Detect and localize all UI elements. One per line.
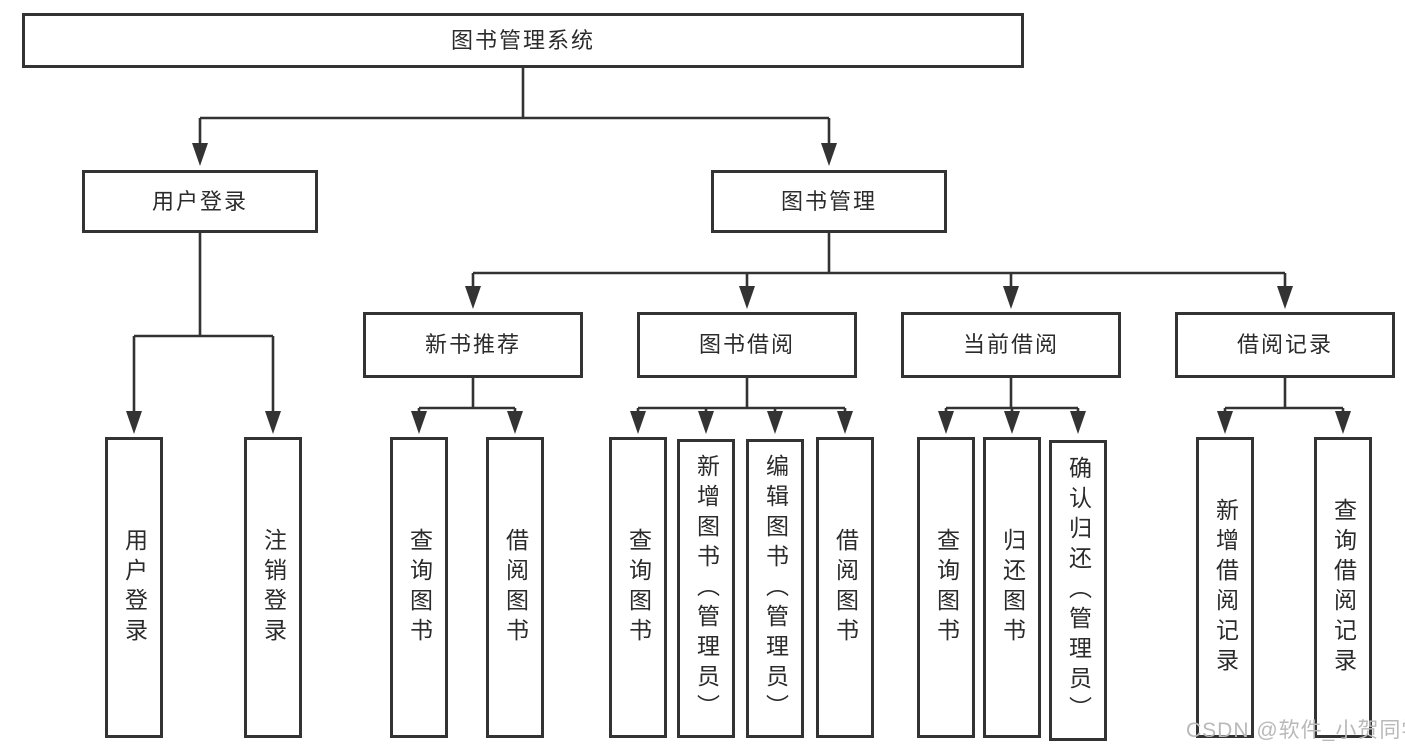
- leaf-user-login-label: 用户登录: [121, 527, 148, 648]
- node-book-management-label: 图书管理: [780, 188, 877, 214]
- leaf-newrec-borrow-books: 借阅图书: [486, 437, 544, 738]
- connector-root-to-branches: [192, 68, 837, 166]
- leaf-borrow-edit-books-admin: 编辑图书（管理员）: [746, 439, 804, 738]
- leaf-borrow-add-books-admin-label: 新增图书（管理员）: [693, 453, 720, 724]
- arrow-down-icon: [1217, 411, 1233, 434]
- node-book-management: 图书管理: [711, 170, 947, 233]
- arrow-down-icon: [739, 286, 755, 309]
- arrow-down-icon: [837, 411, 853, 434]
- node-user-login: 用户登录: [82, 170, 318, 233]
- leaf-borrow-query-books: 查询图书: [609, 437, 667, 738]
- node-book-borrow-label: 图书借阅: [698, 332, 795, 357]
- leaf-records-add-borrow-record-label: 新增借阅记录: [1212, 497, 1239, 678]
- leaf-newrec-borrow-books-label: 借阅图书: [502, 527, 529, 648]
- connector-new-book-recommend-to-leaves: [411, 378, 523, 434]
- arrow-down-icon: [630, 411, 646, 434]
- leaf-records-add-borrow-record: 新增借阅记录: [1196, 437, 1254, 738]
- leaf-borrow-borrow-books-label: 借阅图书: [832, 527, 859, 648]
- leaf-user-login: 用户登录: [105, 437, 163, 738]
- arrow-down-icon: [1070, 411, 1086, 434]
- node-borrow-records-label: 借阅记录: [1236, 332, 1333, 357]
- leaf-borrow-edit-books-admin-label: 编辑图书（管理员）: [762, 453, 789, 724]
- leaf-current-query-books: 查询图书: [917, 437, 975, 738]
- node-user-login-label: 用户登录: [151, 188, 248, 214]
- connector-book-management-to-groups: [465, 233, 1293, 309]
- node-current-borrow-label: 当前借阅: [962, 332, 1059, 357]
- arrow-down-icon: [1003, 286, 1019, 309]
- leaf-current-return-books: 归还图书: [983, 437, 1041, 738]
- arrow-down-icon: [1335, 411, 1351, 434]
- arrow-down-icon: [126, 411, 142, 434]
- leaf-logout-label: 注销登录: [260, 527, 287, 648]
- leaf-borrow-query-books-label: 查询图书: [625, 527, 652, 648]
- connector-book-borrow-to-leaves: [630, 378, 853, 434]
- node-new-book-recommend: 新书推荐: [363, 312, 583, 378]
- leaf-current-query-books-label: 查询图书: [933, 527, 960, 648]
- leaf-current-confirm-return-admin-label: 确认归还（管理员）: [1065, 455, 1092, 726]
- connector-current-borrow-to-leaves: [938, 378, 1086, 434]
- arrow-down-icon: [821, 143, 837, 166]
- connector-user-login-to-leaves: [126, 233, 281, 434]
- node-root-label: 图书管理系统: [450, 27, 595, 53]
- node-current-borrow: 当前借阅: [901, 312, 1121, 378]
- csdn-watermark: CSDN @软件_小贺同学: [1186, 719, 1405, 742]
- arrow-down-icon: [265, 411, 281, 434]
- arrow-down-icon: [507, 411, 523, 434]
- arrow-down-icon: [767, 411, 783, 434]
- leaf-records-query-borrow-record: 查询借阅记录: [1314, 437, 1372, 738]
- leaf-current-return-books-label: 归还图书: [999, 527, 1026, 648]
- leaf-records-query-borrow-record-label: 查询借阅记录: [1330, 497, 1357, 678]
- leaf-borrow-borrow-books: 借阅图书: [816, 437, 874, 738]
- arrow-down-icon: [465, 286, 481, 309]
- connector-borrow-records-to-leaves: [1217, 378, 1351, 434]
- arrow-down-icon: [1004, 411, 1020, 434]
- node-root: 图书管理系统: [22, 13, 1024, 68]
- node-book-borrow: 图书借阅: [637, 312, 857, 378]
- leaf-newrec-query-books: 查询图书: [390, 437, 448, 738]
- leaf-current-confirm-return-admin: 确认归还（管理员）: [1049, 440, 1107, 741]
- leaf-logout: 注销登录: [244, 437, 302, 738]
- node-borrow-records: 借阅记录: [1175, 312, 1395, 378]
- arrow-down-icon: [698, 411, 714, 434]
- arrow-down-icon: [938, 411, 954, 434]
- arrow-down-icon: [1277, 286, 1293, 309]
- node-new-book-recommend-label: 新书推荐: [424, 332, 521, 357]
- arrow-down-icon: [192, 143, 208, 166]
- arrow-down-icon: [411, 411, 427, 434]
- leaf-newrec-query-books-label: 查询图书: [406, 527, 433, 648]
- leaf-borrow-add-books-admin: 新增图书（管理员）: [677, 439, 735, 738]
